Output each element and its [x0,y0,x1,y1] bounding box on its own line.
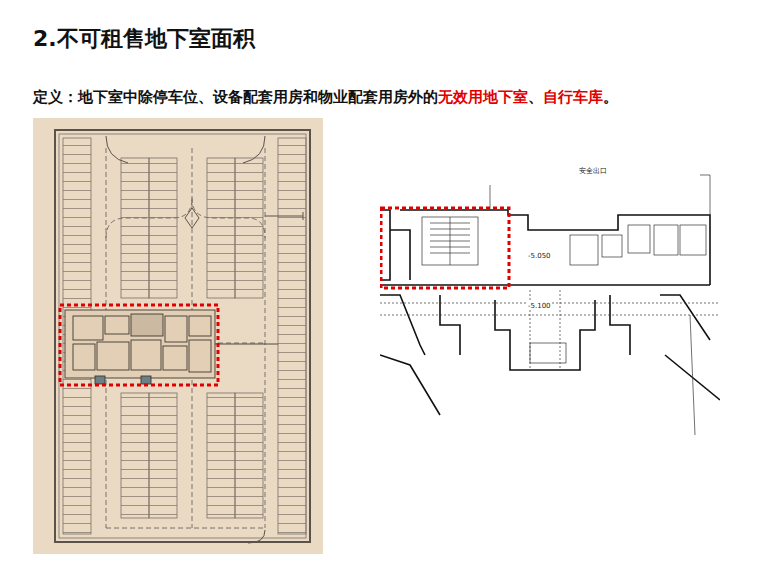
definition-text: 。 [603,88,618,106]
plan-label: -5.100 [527,302,552,310]
highlight-text: 无效用地下室 [438,88,528,106]
plan-label: -5.050 [527,252,552,260]
plan-label: 安全出口 [578,166,608,176]
highlight-text: 自行车库 [543,88,603,106]
slide-title: 2.不可租售地下室面积 [33,24,255,54]
definition-text: 、 [528,88,543,106]
parking-plan [33,118,323,554]
definition-line: 定义：地下室中除停车位、设备配套用房和物业配套用房外的无效用地下室、自行车库。 [33,88,618,107]
definition-text: 定义：地下室中除停车位、设备配套用房和物业配套用房外的 [33,88,438,106]
